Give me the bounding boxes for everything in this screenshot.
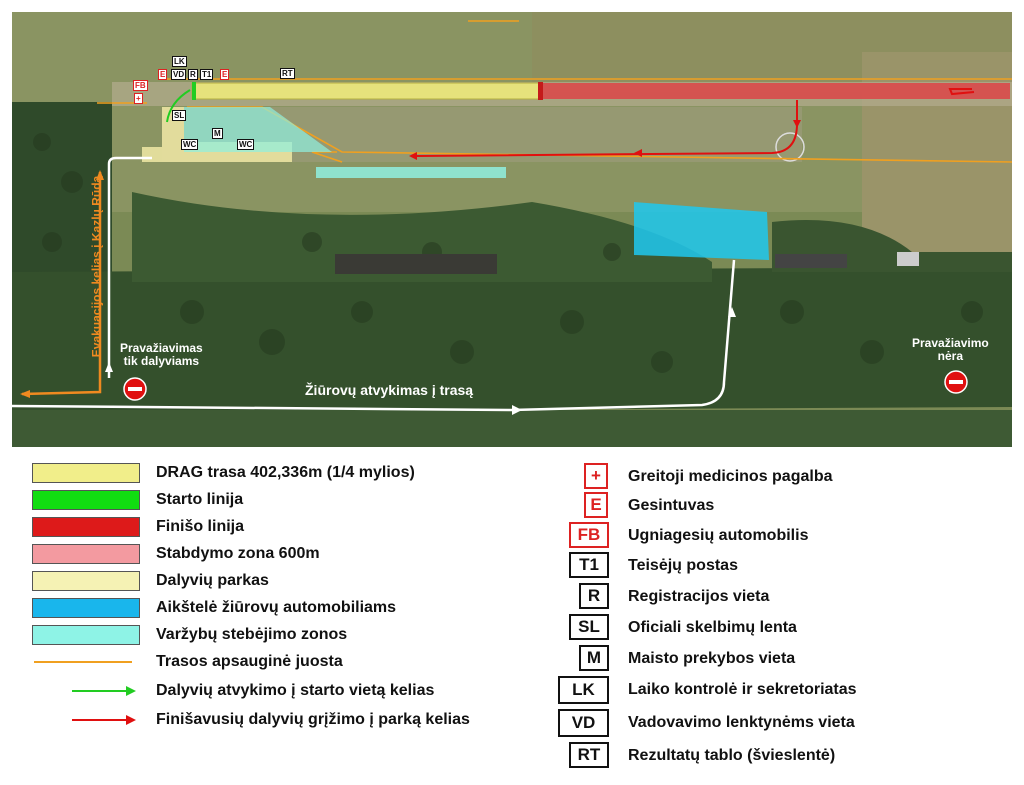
hangar-1 — [335, 254, 497, 274]
start-line — [192, 82, 196, 100]
map-badge-t1: T1 — [200, 69, 214, 80]
spectator-route — [12, 156, 736, 412]
spectator-road-label: Žiūrovų atvykimas į trasą — [305, 382, 474, 398]
legend-badge-judges: T1 — [569, 552, 609, 578]
map-badge-m: M — [212, 128, 223, 139]
finish-line — [538, 82, 543, 100]
legend-label-spectator-zone: Varžybų stebėjimo zonos — [156, 626, 348, 643]
legend-label-results-board: Rezultatų tablo (švieslentė) — [628, 747, 836, 764]
forest-middle — [132, 192, 712, 282]
legend-label-judges: Teisėjų postas — [628, 557, 738, 574]
aerial-map: Evakuacijos kelias į Kazlų Rūdą Pravažia… — [12, 12, 1012, 447]
map-badge-sl: SL — [172, 110, 187, 121]
legend-badge-extinguisher: E — [584, 492, 608, 518]
legend-label-braking-zone: Stabdymo zona 600m — [156, 545, 320, 562]
legend-label-registration: Registracijos vieta — [628, 588, 770, 605]
map-badge-e2: E — [158, 69, 168, 80]
map-badge-rt: RT — [280, 68, 295, 79]
legend-swatch-participants-park — [32, 571, 140, 591]
no-entry-sign-right — [944, 370, 968, 394]
entry-participants-label: Pravažiavimas tik dalyviams — [120, 341, 203, 368]
building-1 — [897, 252, 919, 266]
spectator-zone-1 — [184, 107, 332, 152]
return-arrow-2 — [409, 152, 417, 160]
legend-badge-results-board: RT — [569, 742, 609, 768]
spectator-parking — [634, 202, 769, 260]
map-canvas — [12, 12, 1012, 447]
legend-label-food: Maisto prekybos vieta — [628, 650, 796, 667]
no-entry-sign-left — [123, 377, 147, 401]
legend-badge-notice-board: SL — [569, 614, 609, 640]
legend-label-return-route: Finišavusių dalyvių grįžimo į parką keli… — [156, 711, 470, 728]
legend-line-swatches — [34, 661, 136, 725]
evacuation-road-label: Evakuacijos kelias į Kazlų Rūdą — [89, 175, 104, 358]
evac-arrow-up — [96, 170, 104, 180]
hangar-2 — [775, 254, 847, 268]
legend-label-participants-park: Dalyvių parkas — [156, 572, 269, 589]
map-badge-wc2: WC — [237, 139, 255, 150]
legend-label-participant-route: Dalyvių atvykimo į starto vietą kelias — [156, 682, 435, 699]
evac-route — [21, 172, 102, 396]
legend-label-extinguisher: Gesintuvas — [628, 497, 715, 514]
legend-label-finish-line: Finišo linija — [156, 518, 245, 535]
return-arrow-1 — [793, 120, 801, 128]
legend-label-race-control: Vadovavimo lenktynėms vieta — [628, 714, 855, 731]
drag-track — [191, 82, 543, 100]
no-entry-label: Pravažiavimo nėra — [912, 336, 989, 363]
return-route — [416, 88, 975, 157]
legend-badge-registration: R — [579, 583, 609, 609]
legend-label-notice-board: Oficiali skelbimų lenta — [628, 619, 797, 636]
spectator-arrow-1 — [512, 405, 522, 415]
legend-label-start-line: Starto linija — [156, 491, 244, 508]
map-badge-vd: VD — [171, 69, 187, 80]
legend-label-spectator-parking: Aikštelė žiūrovų automobiliams — [156, 599, 397, 616]
runway-circle — [775, 132, 805, 162]
legend-swatch-start-line — [32, 490, 140, 510]
legend-swatch-braking-zone — [32, 544, 140, 564]
tree-texture — [33, 133, 983, 373]
legend-badge-time-control: LK — [558, 676, 609, 704]
legend-red-arrow-head — [126, 715, 136, 725]
forest-bottom — [12, 267, 1012, 412]
map-badge-wc1: WC — [181, 139, 199, 150]
map-badge-e1: E — [220, 69, 230, 80]
legend-green-arrow-head — [126, 686, 136, 696]
legend-label-safety-strip: Trasos apsauginė juosta — [156, 653, 343, 670]
legend-swatch-spectator-zone — [32, 625, 140, 645]
map-badge-r: R — [188, 69, 198, 80]
legend-label-fire-truck: Ugniagesių automobilis — [628, 527, 809, 544]
legend-label-drag-track: DRAG trasa 402,336m (1/4 mylios) — [156, 464, 415, 481]
legend-badge-fire-truck: FB — [569, 522, 609, 548]
evac-arrow-left — [20, 390, 30, 398]
legend-label-time-control: Laiko kontrolė ir sekretoriatas — [628, 681, 857, 698]
legend-swatch-finish-line — [32, 517, 140, 537]
forest-south — [12, 410, 1012, 447]
legend-badge-food: M — [579, 645, 609, 671]
braking-zone — [543, 83, 1010, 99]
spectator-arrow-2 — [728, 307, 736, 317]
spectator-zone-2 — [316, 167, 506, 178]
return-arrow-3 — [634, 149, 642, 157]
legend-badge-ambulance: + — [584, 463, 608, 489]
map-badge-fb: FB — [133, 80, 148, 91]
participant-route — [166, 89, 191, 123]
map-badge-lk: LK — [172, 56, 187, 67]
spectator-arrow-3 — [105, 362, 113, 372]
legend-swatch-drag-track — [32, 463, 140, 483]
legend-swatch-spectator-parking — [32, 598, 140, 618]
map-badge-plus: + — [134, 93, 143, 104]
legend-badge-race-control: VD — [558, 709, 609, 737]
legend-label-ambulance: Greitoji medicinos pagalba — [628, 468, 833, 485]
